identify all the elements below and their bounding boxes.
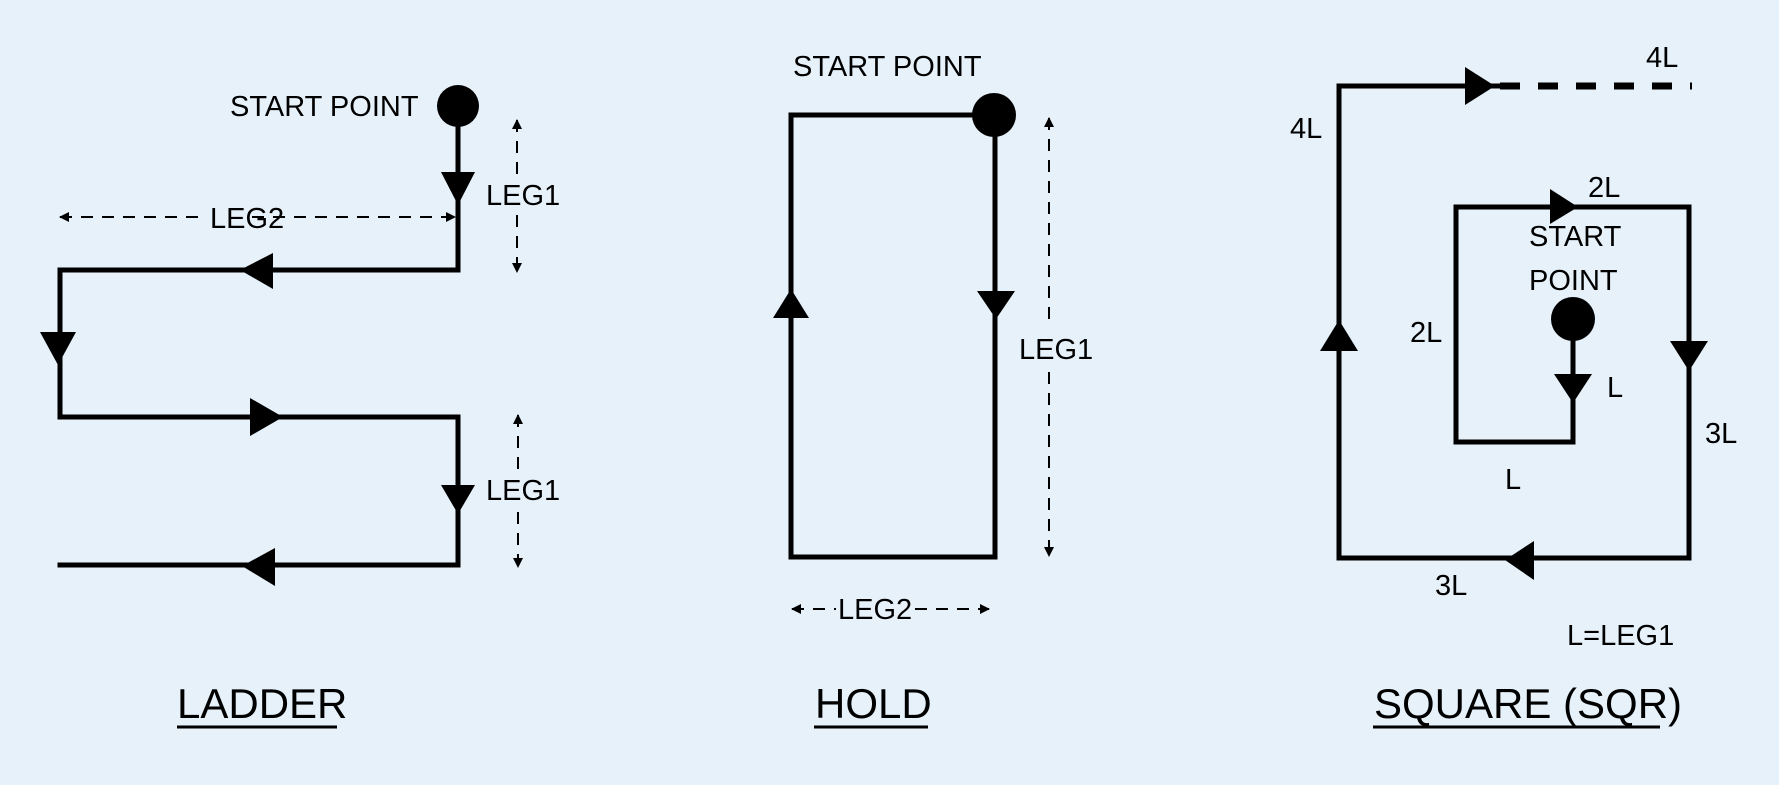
hold-title: HOLD — [815, 680, 932, 727]
arrow-left-icon — [240, 253, 273, 289]
ladder-leg1-label-bottom: LEG1 — [486, 475, 560, 507]
arrow-right-icon — [1465, 67, 1495, 105]
square-label-third-left: 3L — [1435, 570, 1467, 602]
square-label-fourth-up: 4L — [1290, 113, 1322, 145]
arrow-right-icon — [250, 398, 283, 436]
square-label-first-left: L — [1505, 464, 1521, 496]
hold-start-point-marker — [972, 93, 1016, 137]
square-label-first-down: L — [1607, 372, 1623, 404]
arrow-down-icon — [1554, 374, 1592, 403]
square-label-third-down: 3L — [1705, 418, 1737, 450]
square-label-fourth-right: 4L — [1646, 42, 1678, 74]
square-pattern: START POINT L L 2L 2L 3L 3L 4L 4L L=LEG1… — [1290, 42, 1737, 729]
arrow-down-icon — [441, 172, 475, 205]
hold-leg2-label: LEG2 — [838, 594, 912, 626]
square-label-second-right: 2L — [1588, 172, 1620, 204]
hold-track — [788, 112, 998, 560]
ladder-leg2-label: LEG2 — [210, 203, 284, 235]
hold-leg1-label: LEG1 — [1019, 334, 1093, 366]
square-note: L=LEG1 — [1567, 620, 1674, 652]
square-label-second-up: 2L — [1410, 317, 1442, 349]
arrow-down-icon — [40, 332, 76, 365]
arrow-right-icon — [1550, 189, 1578, 224]
arrow-up-icon — [773, 289, 809, 318]
arrow-down-icon — [977, 291, 1015, 319]
ladder-start-label: START POINT — [230, 91, 419, 123]
ladder-leg1-label-top: LEG1 — [486, 180, 560, 212]
square-start-label-line1: START — [1529, 221, 1622, 253]
arrow-up-icon — [1320, 320, 1358, 351]
square-title: SQUARE (SQR) — [1374, 680, 1682, 727]
arrow-left-icon — [242, 548, 275, 586]
arrow-left-icon — [1505, 541, 1534, 580]
ladder-track — [57, 103, 461, 568]
ladder-pattern: START POINT LEG2 LEG1 LEG1 LADDER — [40, 85, 560, 729]
arrow-down-icon — [1670, 341, 1708, 371]
ladder-title: LADDER — [177, 680, 347, 727]
square-start-label-line2: POINT — [1529, 265, 1618, 297]
hold-pattern: START POINT LEG1 LEG2 HOLD — [773, 51, 1093, 729]
hold-start-label: START POINT — [793, 51, 982, 83]
square-track — [1336, 83, 1692, 561]
arrow-down-icon — [441, 485, 475, 514]
